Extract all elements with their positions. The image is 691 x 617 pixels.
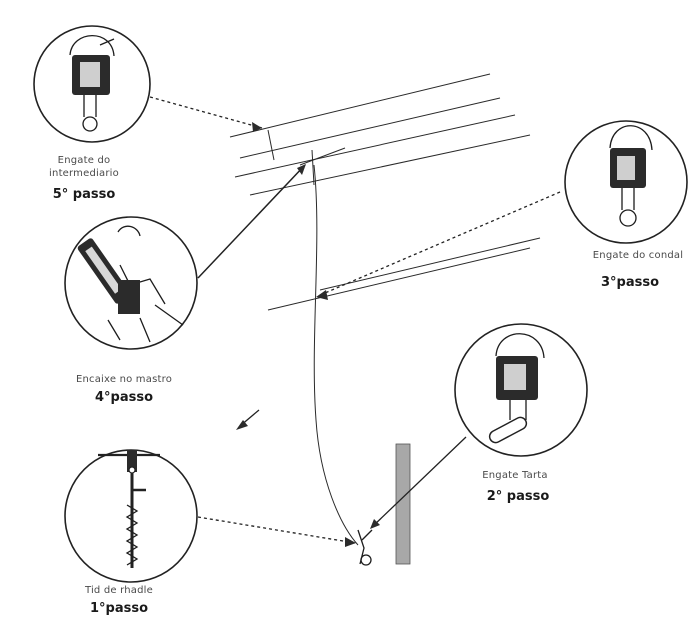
power-line-6 bbox=[320, 238, 540, 290]
leader-step-2 bbox=[372, 437, 466, 527]
step-2-callout bbox=[455, 324, 587, 456]
arrowhead bbox=[297, 164, 306, 175]
power-lines bbox=[230, 74, 540, 310]
power-line-3 bbox=[235, 115, 515, 177]
step-3-caption: Engate do condal bbox=[593, 250, 683, 261]
arrowhead bbox=[345, 537, 356, 547]
leader-step-3 bbox=[318, 192, 560, 296]
power-line-5 bbox=[268, 248, 530, 310]
utility-pole bbox=[396, 444, 410, 564]
step-5-caption-line2: intermediario bbox=[49, 168, 119, 179]
step-4-callout bbox=[65, 217, 197, 349]
step-3-label: 3°passo bbox=[601, 275, 659, 290]
power-line-1 bbox=[230, 74, 490, 137]
leader-step-1 bbox=[198, 517, 355, 543]
direction-arrow-icon bbox=[236, 410, 259, 430]
step-1-caption: Tid de rhadle bbox=[84, 585, 153, 596]
power-line-4 bbox=[250, 135, 530, 195]
leader-step-5 bbox=[150, 97, 262, 128]
step-3-callout bbox=[565, 121, 687, 243]
power-line-2 bbox=[240, 98, 500, 158]
cross-arm bbox=[300, 148, 345, 165]
step-2-caption: Engate Tarta bbox=[482, 470, 548, 481]
step-1-callout bbox=[65, 450, 197, 582]
leader-step-4 bbox=[198, 165, 305, 278]
step-5-callout bbox=[34, 26, 150, 142]
step-4-label: 4°passo bbox=[95, 390, 153, 405]
step-2-label: 2° passo bbox=[487, 489, 550, 504]
hot-stick-line bbox=[314, 165, 358, 545]
bottom-clamp-icon bbox=[358, 530, 372, 565]
step-5-caption-line1: Engate do bbox=[58, 155, 111, 166]
tie-line bbox=[268, 130, 274, 160]
step-1-label: 1°passo bbox=[90, 601, 148, 616]
cross-arm-vertical bbox=[312, 150, 314, 185]
step-4-caption: Encaixe no mastro bbox=[76, 374, 172, 385]
step-5-label: 5° passo bbox=[53, 187, 116, 202]
